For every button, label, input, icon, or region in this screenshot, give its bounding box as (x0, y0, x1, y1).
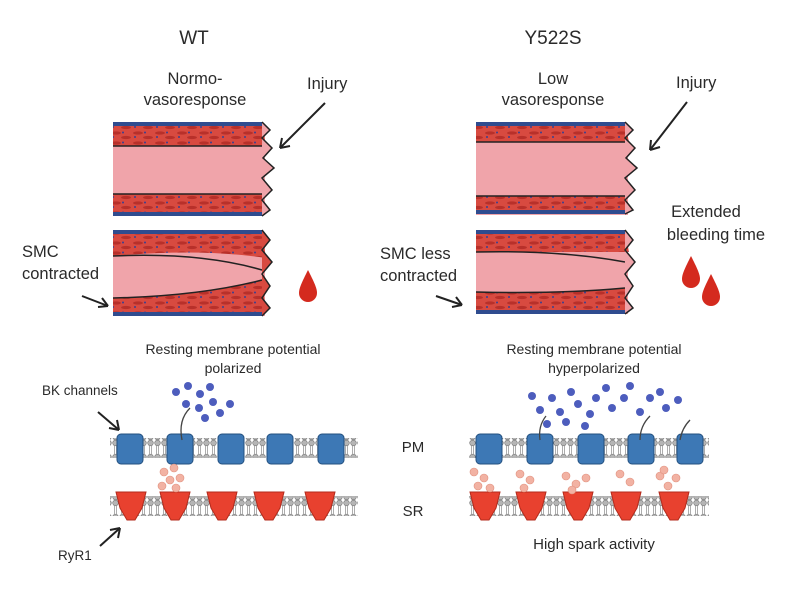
y522s-vessel-bottom (475, 229, 636, 315)
y522s-response-line2: vasoresponse (501, 91, 605, 109)
y522s-smc-line2: contracted (380, 267, 458, 285)
bk-channels-label: BK channels (42, 383, 118, 398)
efflux-arrows (180, 407, 691, 441)
ryr1-channels-left (115, 491, 336, 521)
blood-drop-icon (702, 274, 720, 306)
smc-arrow-right (435, 295, 463, 308)
wt-membrane-line1: Resting membrane potential (145, 341, 321, 357)
ryr1-label: RyR1 (58, 548, 92, 563)
bk-arrow (97, 411, 120, 431)
wt-response-line1: Normo- (167, 70, 223, 88)
wt-title: WT (179, 28, 209, 49)
y522s-injury-label: Injury (676, 74, 717, 92)
wt-smc-line1: SMC (22, 243, 59, 261)
wt-vessel-top (113, 121, 276, 217)
y522s-smc-line1: SMC less (380, 245, 451, 263)
wt-vessel-bottom (112, 229, 273, 317)
blood-drop-icon (682, 256, 700, 288)
bk-channels-right (475, 433, 704, 465)
wt-response-line2: vasoresponse (143, 91, 247, 109)
injury-arrow-left (279, 102, 326, 149)
injury-arrow-right (649, 101, 688, 151)
bk-channels-left (116, 433, 345, 465)
y522s-membrane-line1: Resting membrane potential (506, 341, 682, 357)
pm-label: PM (401, 439, 425, 456)
smc-arrow-left (81, 295, 109, 308)
blood-drop-icon (299, 270, 317, 302)
y522s-title: Y522S (524, 28, 582, 49)
y522s-vessel-top (476, 121, 639, 215)
wt-injury-label: Injury (307, 75, 348, 93)
y522s-membrane-line2: hyperpolarized (548, 360, 640, 376)
bleeding-line2: bleeding time (666, 226, 766, 244)
ryr1-arrow (99, 527, 121, 547)
spark-activity-label: High spark activity (533, 536, 655, 553)
wt-membrane-line2: polarized (204, 360, 262, 376)
sr-label: SR (402, 503, 424, 520)
calcium-sparks-right (469, 465, 681, 495)
potassium-ions-right (528, 382, 682, 430)
ryr1-channels-right (469, 491, 690, 521)
wt-smc-line2: contracted (22, 265, 100, 283)
calcium-sparks-left (157, 463, 185, 493)
y522s-response-line1: Low (537, 70, 569, 88)
bleeding-line1: Extended (671, 203, 741, 221)
potassium-ions-left (172, 382, 234, 422)
